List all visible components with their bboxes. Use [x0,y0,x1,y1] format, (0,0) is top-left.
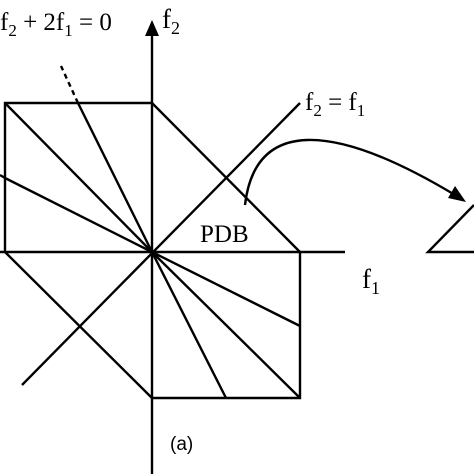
pdb-label: PDB [200,221,249,248]
ray-upper-1-dashed [59,65,80,104]
curved-arrow [243,138,456,206]
ray-upper-3-ext [0,173,6,180]
diagonal-label: f2 = f1 [305,89,365,120]
ray-upper-3 [4,176,153,254]
panel-label: (a) [170,434,193,455]
partial-triangle [425,204,474,254]
ray-lower-3 [150,251,228,399]
f1-axis-label: f1 [362,264,380,298]
f2-axis-arrow-icon [145,20,159,36]
diagonal-line [21,102,301,386]
f2-axis-label: f2 [162,4,180,38]
pdb-label-background [198,218,258,246]
ray-lower-1 [151,250,301,328]
ray-upper-2 [4,102,153,253]
curved-arrow-head-icon [448,186,466,202]
ray-upper-1 [76,102,154,253]
ray-lower-2 [151,251,301,399]
constraint-label: f2 + 2f1 = 0 [0,9,112,40]
